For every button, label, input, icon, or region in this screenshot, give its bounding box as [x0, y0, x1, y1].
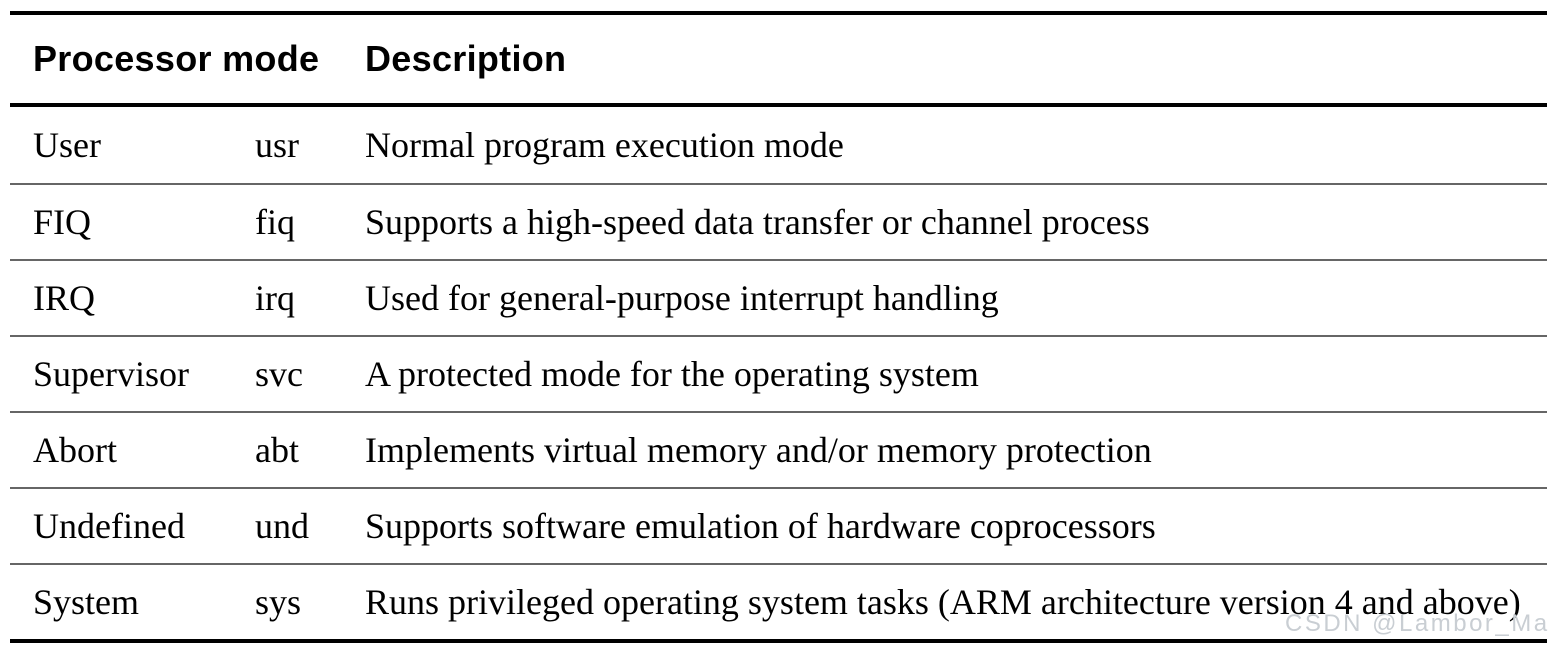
table-header-row: Processor mode Description	[10, 15, 1547, 107]
header-processor-mode: Processor mode	[33, 38, 320, 79]
table-row: Abort abt Implements virtual memory and/…	[10, 411, 1547, 487]
description-cell: Used for general-purpose interrupt handl…	[365, 278, 999, 318]
mode-cell: Undefined	[33, 506, 185, 546]
description-cell: Runs privileged operating system tasks (…	[365, 582, 1521, 622]
description-cell: Normal program execution mode	[365, 125, 844, 165]
mode-cell: IRQ	[33, 278, 95, 318]
table-row: System sys Runs privileged operating sys…	[10, 563, 1547, 639]
table-row: Supervisor svc A protected mode for the …	[10, 335, 1547, 411]
table-row: User usr Normal program execution mode	[10, 107, 1547, 183]
description-cell: Implements virtual memory and/or memory …	[365, 430, 1152, 470]
abbr-cell: usr	[255, 125, 299, 165]
mode-cell: Supervisor	[33, 354, 189, 394]
mode-cell: System	[33, 582, 140, 622]
processor-modes-table: Processor mode Description User usr Norm…	[10, 11, 1547, 643]
table-row: FIQ fiq Supports a high-speed data trans…	[10, 183, 1547, 259]
abbr-cell: fiq	[255, 202, 295, 242]
mode-cell: User	[33, 125, 101, 165]
description-cell: Supports software emulation of hardware …	[365, 506, 1156, 546]
mode-cell: FIQ	[33, 202, 92, 242]
table-row: Undefined und Supports software emulatio…	[10, 487, 1547, 563]
abbr-cell: und	[255, 506, 309, 546]
abbr-cell: svc	[255, 354, 303, 394]
abbr-cell: abt	[255, 430, 299, 470]
mode-cell: Abort	[33, 430, 117, 470]
description-cell: Supports a high-speed data transfer or c…	[365, 202, 1150, 242]
abbr-cell: sys	[255, 582, 302, 622]
header-description: Description	[365, 38, 567, 79]
abbr-cell: irq	[255, 278, 295, 318]
table-row: IRQ irq Used for general-purpose interru…	[10, 259, 1547, 335]
csdn-watermark: CSDN @Lambor_Ma	[1285, 610, 1550, 637]
description-cell: A protected mode for the operating syste…	[365, 354, 979, 394]
table-body: User usr Normal program execution mode F…	[10, 107, 1547, 639]
